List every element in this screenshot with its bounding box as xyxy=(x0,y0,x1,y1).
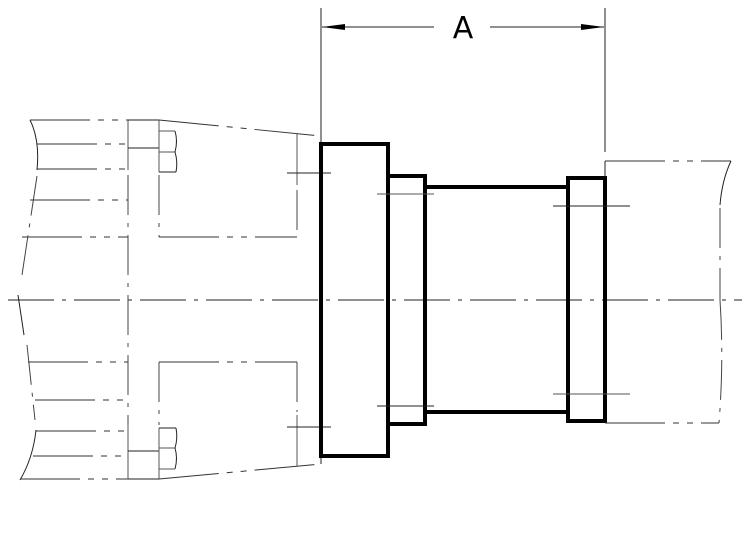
bolt-head-top-icon xyxy=(159,130,178,173)
right-shaft xyxy=(604,160,732,424)
break-line-bottom xyxy=(19,429,37,481)
coupling-right-collar xyxy=(566,176,607,423)
dimension-a: A xyxy=(320,8,606,152)
right-break-bottom xyxy=(718,299,723,424)
arrowhead-left-icon xyxy=(322,24,345,30)
break-line-mid-bottom xyxy=(26,344,36,421)
arrowhead-right-icon xyxy=(581,24,604,30)
left-flange-assembly xyxy=(17,119,331,481)
break-line-top xyxy=(29,119,39,171)
coupling-hub xyxy=(386,174,427,426)
flange-taper-bottom xyxy=(158,463,322,480)
flange-taper-top xyxy=(158,119,322,137)
bolt-head-bottom-icon xyxy=(159,427,178,470)
break-line-center xyxy=(17,294,25,336)
dimension-label: A xyxy=(453,11,474,46)
break-line-mid-top xyxy=(21,175,38,276)
right-break-top xyxy=(719,160,732,206)
coupling-body xyxy=(319,142,607,458)
